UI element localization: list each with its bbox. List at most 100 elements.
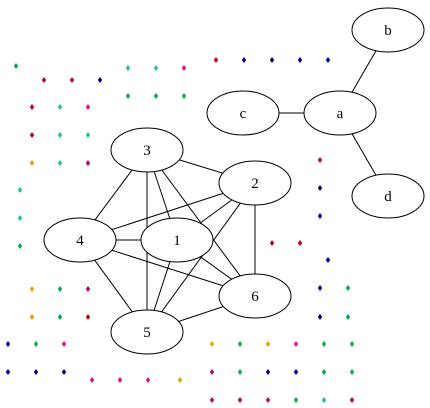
scatter-dot	[61, 341, 67, 347]
scatter-dot	[265, 397, 271, 403]
scatter-dot	[5, 369, 11, 375]
scatter-dot	[297, 57, 303, 63]
node-3-ellipse	[110, 127, 184, 173]
node-a: a	[303, 90, 377, 136]
node-a-ellipse	[303, 90, 377, 136]
node-1-label: 1	[173, 233, 181, 249]
scatter-dot	[145, 377, 151, 383]
node-1-ellipse	[140, 217, 214, 263]
scatter-dot	[265, 369, 271, 375]
scatter-dot	[237, 369, 243, 375]
node-4-ellipse	[43, 217, 117, 263]
scatter-dot	[321, 369, 327, 375]
scatter-dot	[33, 341, 39, 347]
scatter-dot	[97, 77, 103, 83]
scatter-dot	[29, 314, 35, 320]
node-d: d	[351, 173, 425, 219]
node-5-label: 5	[143, 325, 151, 341]
scatter-dot	[345, 285, 351, 291]
scatter-dot	[17, 243, 23, 249]
scatter-dot	[349, 369, 355, 375]
node-6-label: 6	[251, 289, 259, 305]
scatter-dot	[317, 213, 323, 219]
scatter-dot	[57, 286, 63, 292]
scatter-dot	[293, 369, 299, 375]
node-2: 2	[218, 160, 292, 206]
node-5-ellipse	[110, 309, 184, 355]
scatter-dot	[29, 286, 35, 292]
scatter-dot	[297, 240, 303, 246]
scatter-dot	[321, 397, 327, 403]
scatter-dot	[57, 314, 63, 320]
scatter-dot	[269, 240, 275, 246]
node-a-label: a	[337, 106, 344, 122]
scatter-dot	[85, 286, 91, 292]
node-d-label: d	[384, 189, 392, 205]
scatter-dot	[57, 160, 63, 166]
scatter-dot	[349, 397, 355, 403]
scatter-dot	[153, 65, 159, 71]
scatter-dot	[317, 157, 323, 163]
scatter-dot	[5, 341, 11, 347]
node-c-ellipse	[206, 90, 280, 136]
node-b-ellipse	[351, 7, 425, 53]
scatter-dot	[17, 187, 23, 193]
scatter-dot	[345, 314, 351, 320]
node-2-label: 2	[251, 176, 259, 192]
node-c-label: c	[240, 106, 247, 122]
scatter-dot	[181, 65, 187, 71]
node-c: c	[206, 90, 280, 136]
scatter-dot	[85, 160, 91, 166]
scatter-dot	[41, 77, 47, 83]
node-2-ellipse	[218, 160, 292, 206]
scatter-dot	[125, 93, 131, 99]
node-3: 3	[110, 127, 184, 173]
scatter-dot	[117, 377, 123, 383]
scatter-dot	[17, 215, 23, 221]
scatter-dot	[69, 77, 75, 83]
node-5: 5	[110, 309, 184, 355]
node-4-label: 4	[76, 233, 84, 249]
scatter-dot	[13, 63, 19, 69]
scatter-dot	[317, 314, 323, 320]
node-b: b	[351, 7, 425, 53]
scatter-dot	[89, 377, 95, 383]
scatter-dot	[237, 341, 243, 347]
scatter-dot	[85, 314, 91, 320]
graph-nodes: 3 2 4 1 6 5 b c a d	[43, 7, 425, 355]
scatter-dot	[125, 65, 131, 71]
scatter-dot	[61, 369, 67, 375]
scatter-dot	[213, 57, 219, 63]
scatter-dot	[293, 397, 299, 403]
scatter-dot	[29, 132, 35, 138]
scatter-dot	[293, 341, 299, 347]
node-1: 1	[140, 217, 214, 263]
scatter-dot	[209, 341, 215, 347]
node-3-label: 3	[143, 143, 151, 159]
node-d-ellipse	[351, 173, 425, 219]
scatter-dot	[57, 132, 63, 138]
node-6: 6	[218, 273, 292, 319]
scatter-dot	[153, 93, 159, 99]
scatter-dot	[33, 369, 39, 375]
scatter-dot	[325, 257, 331, 263]
scatter-dot	[317, 185, 323, 191]
scatter-dot	[209, 397, 215, 403]
scatter-dot	[237, 397, 243, 403]
scatter-dot	[177, 377, 183, 383]
scatter-dots	[5, 57, 355, 403]
scatter-dot	[209, 369, 215, 375]
scatter-dot	[29, 104, 35, 110]
node-4: 4	[43, 217, 117, 263]
scatter-dot	[325, 57, 331, 63]
scatter-dot	[265, 341, 271, 347]
node-6-ellipse	[218, 273, 292, 319]
node-b-label: b	[384, 23, 392, 39]
scatter-dot	[321, 341, 327, 347]
scatter-dot	[181, 93, 187, 99]
scatter-dot	[57, 104, 63, 110]
scatter-dot	[85, 104, 91, 110]
scatter-dot	[269, 57, 275, 63]
